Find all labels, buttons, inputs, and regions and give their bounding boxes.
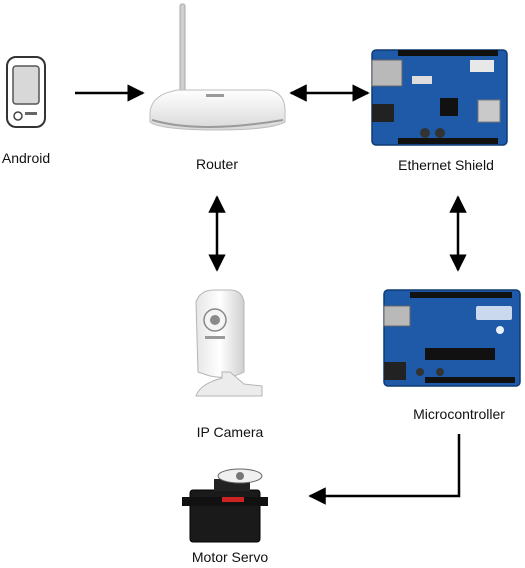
arduino-uno-board-icon — [383, 289, 521, 387]
router-icon — [149, 3, 286, 131]
node-label-router: Router — [195, 156, 239, 172]
ethernet-shield-board-icon — [371, 49, 508, 146]
node-label-ip-camera: IP Camera — [196, 424, 264, 440]
node-label-motor-servo: Motor Servo — [191, 549, 269, 565]
node-label-android: Android — [1, 150, 51, 166]
servo-motor-icon — [182, 468, 268, 543]
android-phone-icon — [6, 56, 46, 128]
arrow-microcontroller-to-servo — [308, 434, 461, 505]
node-label-ethernet-shield: Ethernet Shield — [398, 157, 494, 173]
node-label-microcontroller: Microcontroller — [413, 406, 505, 422]
ip-camera-icon — [195, 289, 263, 397]
